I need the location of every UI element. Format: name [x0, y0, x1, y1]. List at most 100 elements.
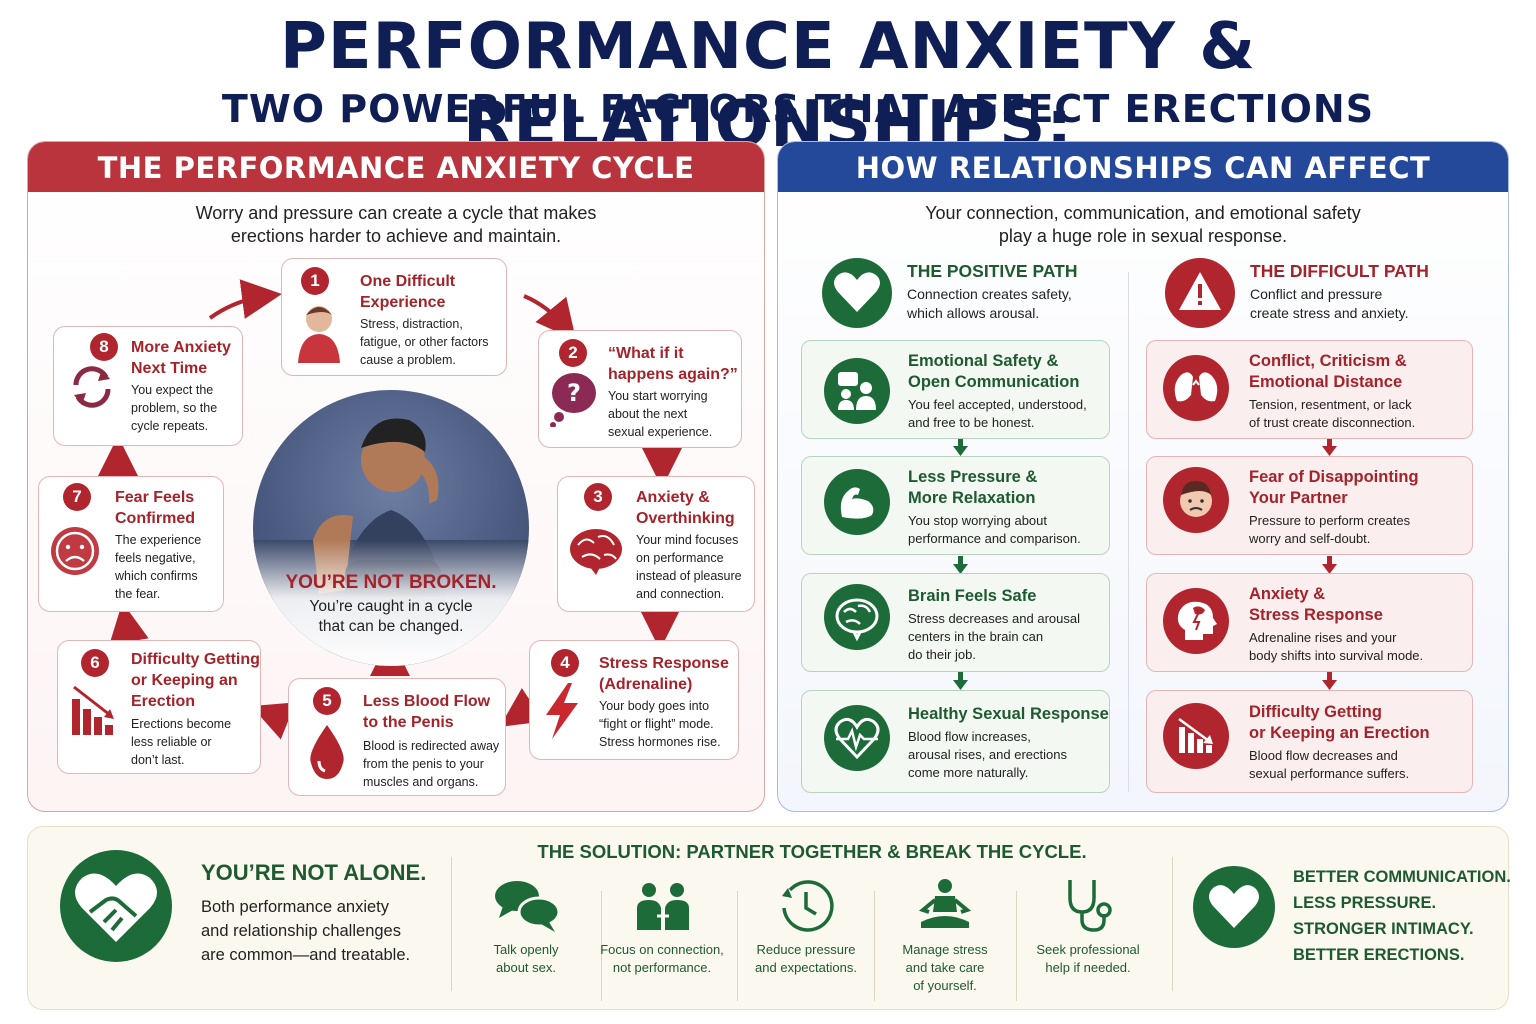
step-desc-line: fatigue, or other factors: [360, 335, 489, 349]
cycle-heading: THE PERFORMANCE ANXIETY CYCLE: [28, 142, 764, 192]
cycle-step-1: 1 One Difficult Experience Stress, distr…: [281, 258, 507, 376]
solution-line: and expectations.: [755, 960, 857, 975]
strong-arm-icon: [824, 469, 890, 535]
outcome-item: LESS PRESSURE.: [1293, 894, 1437, 912]
positive-card-2: Less Pressure & More Relaxation You stop…: [801, 456, 1110, 555]
solution-title: THE SOLUTION: PARTNER TOGETHER & BREAK T…: [537, 841, 1087, 862]
step-title-line2: or Keeping an: [131, 672, 238, 689]
step-title-line1: One Difficult: [360, 273, 456, 290]
arrow-6-to-7: [109, 602, 149, 645]
step-desc-line: the fear.: [115, 587, 161, 601]
step-desc: Blood is redirected away from the penis …: [363, 737, 499, 791]
step-title-line2: Confirmed: [115, 510, 195, 527]
step-title: Less Blood Flow to the Penis: [363, 691, 490, 733]
divider: [1016, 891, 1017, 1001]
page-subtitle: TWO POWERFUL FACTORS THAT AFFECT ERECTIO…: [221, 87, 1375, 131]
solution-line: and take care: [905, 960, 985, 975]
step-desc-line: don’t last.: [131, 753, 185, 767]
couple-icon: [637, 883, 689, 930]
cycle-step-8: 8 More Anxiety Next Time You expect the …: [53, 326, 243, 446]
arrow-5-to-6: [251, 702, 296, 740]
step-number: 4: [551, 649, 579, 677]
relationships-intro-line2: play a huge role in sexual response.: [998, 226, 1288, 246]
arrow-1-to-2: [523, 294, 577, 341]
step-title-line1: Stress Response: [599, 655, 729, 672]
solution-line: of yourself.: [913, 978, 977, 993]
step-title-line1: More Anxiety: [131, 339, 231, 356]
card-desc-line: Tension, resentment, or lack: [1249, 397, 1412, 412]
solution-item-professional: Seek professional help if needed.: [1020, 941, 1156, 977]
not-broken-line2: that can be changed.: [318, 618, 464, 635]
solution-line: Focus on connection,: [600, 942, 724, 957]
solution-line: about sex.: [496, 960, 556, 975]
step-title: “What if it happens again?”: [608, 343, 738, 385]
speech-bubbles-icon: [495, 881, 561, 932]
outcome-item: BETTER ERECTIONS.: [1293, 946, 1465, 964]
card-desc-line: Blood flow decreases and: [1249, 748, 1398, 763]
relationships-intro: Your connection, communication, and emot…: [778, 202, 1508, 248]
step-title: Difficulty Getting or Keeping an Erectio…: [131, 649, 260, 712]
card-desc: You feel accepted, understood, and free …: [908, 396, 1087, 432]
step-desc-line: which confirms: [115, 569, 198, 583]
divider: [451, 857, 452, 991]
cycle-intro: Worry and pressure can create a cycle th…: [28, 202, 764, 248]
step-desc-line: muscles and organs.: [363, 775, 479, 789]
step-desc-line: cause a problem.: [360, 353, 456, 367]
outcome-item: BETTER COMMUNICATION.: [1293, 868, 1511, 886]
path-divider: [1128, 272, 1129, 792]
declining-bar-chart-icon: [72, 685, 114, 735]
difficult-path-desc-line: Conflict and pressure: [1250, 286, 1383, 302]
card-title-line: Fear of Disappointing: [1249, 468, 1419, 486]
step-title-line1: “What if it: [608, 345, 684, 362]
card-desc: Tension, resentment, or lack of trust cr…: [1249, 396, 1415, 432]
step-desc-line: Stress hormones rise.: [599, 735, 721, 749]
step-desc-line: and connection.: [636, 587, 725, 601]
card-title-line: Less Pressure &: [908, 468, 1038, 486]
card-desc: You stop worrying about performance and …: [908, 512, 1081, 548]
card-title-line: or Keeping an Erection: [1249, 724, 1430, 742]
step-desc-line: cycle repeats.: [131, 419, 209, 433]
solution-line: Reduce pressure: [756, 942, 856, 957]
card-desc-line: sexual performance suffers.: [1249, 766, 1410, 781]
meditation-icon: [918, 879, 972, 928]
positive-path-desc-line: Connection creates safety,: [907, 286, 1072, 302]
step-title-line1: Anxiety &: [636, 489, 710, 506]
relationships-heading: HOW RELATIONSHIPS CAN AFFECT ERECTIONS: [778, 142, 1508, 237]
relationships-intro-line1: Your connection, communication, and emot…: [925, 203, 1361, 223]
step-desc: You start worrying about the next sexual…: [608, 387, 712, 441]
repeat-icon: [73, 366, 111, 408]
step-title-line1: Fear Feels: [115, 489, 195, 506]
step-desc-line: You expect the: [131, 383, 214, 397]
step-number: 7: [63, 483, 91, 511]
solution-line: not performance.: [612, 960, 712, 975]
card-desc-line: You feel accepted, understood,: [908, 397, 1087, 412]
step-desc: Your body goes into “fight or flight” mo…: [599, 697, 721, 751]
solution-item-talk: Talk openly about sex.: [466, 941, 586, 977]
card-title: Brain Feels Safe: [908, 586, 1036, 607]
card-desc-line: body shifts into survival mode.: [1249, 648, 1424, 663]
card-title: Anxiety & Stress Response: [1249, 584, 1383, 626]
sad-face-icon: [51, 527, 99, 575]
difficult-card-1: Conflict, Criticism & Emotional Distance…: [1146, 340, 1473, 439]
step-desc-line: about the next: [608, 407, 688, 421]
step-title: Fear Feels Confirmed: [115, 487, 195, 529]
positive-path-title: THE POSITIVE PATH: [907, 261, 1078, 281]
card-desc-line: worry and self-doubt.: [1249, 531, 1371, 546]
step-number: 3: [584, 483, 612, 511]
card-title-line: Open Communication: [908, 373, 1080, 391]
lightning-icon: [546, 683, 578, 739]
cycle-step-6: 6 Difficulty Getting or Keeping an Erect…: [57, 640, 261, 774]
worried-person-icon: [298, 306, 340, 363]
heart-icon: [1193, 866, 1275, 948]
card-title-line: Anxiety &: [1249, 585, 1326, 603]
heart-handshake-icon: [60, 850, 172, 962]
card-desc-line: do their job.: [908, 647, 976, 662]
step-desc-line: problem, so the: [131, 401, 218, 415]
step-desc-line: less reliable or: [131, 735, 212, 749]
difficult-path-desc: Conflict and pressure create stress and …: [1250, 285, 1408, 323]
card-desc-line: come more naturally.: [908, 765, 1029, 780]
step-number: 5: [313, 687, 341, 715]
step-desc-line: sexual experience.: [608, 425, 713, 439]
step-desc: Your mind focuses on performance instead…: [636, 531, 742, 603]
card-desc: Pressure to perform creates worry and se…: [1249, 512, 1410, 548]
